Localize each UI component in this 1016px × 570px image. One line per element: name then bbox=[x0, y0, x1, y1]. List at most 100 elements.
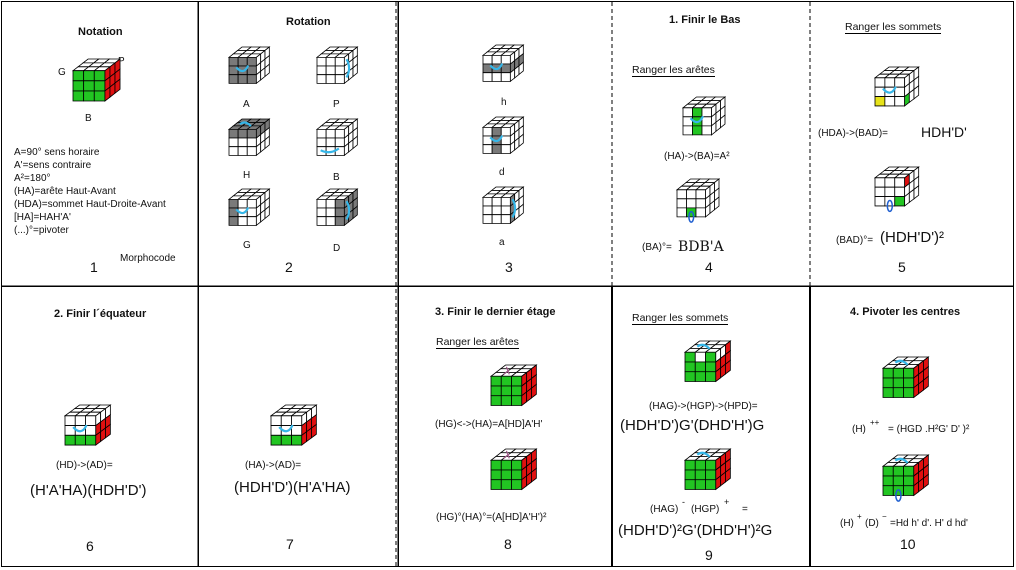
cube-sommets-1 bbox=[874, 66, 920, 107]
cube-sommets-4 bbox=[684, 448, 732, 491]
rotation-arrow-icon bbox=[689, 115, 704, 124]
cube-rotation-p bbox=[316, 46, 359, 85]
panel-subtitle: Ranger les sommets bbox=[632, 312, 729, 325]
formula-2-prefix: (BAD)°= bbox=[836, 235, 874, 246]
panel-number: 5 bbox=[898, 259, 906, 275]
formula-2-prefix: (BA)°= bbox=[642, 242, 672, 253]
notation-line-6: [HA]=HAH'A' bbox=[14, 212, 71, 223]
panel-number: 7 bbox=[286, 536, 294, 552]
label-p: P bbox=[118, 56, 125, 67]
rotation-arrow-icon bbox=[489, 135, 504, 143]
panel-number: 3 bbox=[505, 259, 513, 275]
f2-sup2: − bbox=[882, 512, 887, 521]
f1-sup: ++ bbox=[870, 418, 880, 427]
rotation-arrow-icon bbox=[489, 63, 504, 71]
rotation-arrow-icon bbox=[696, 343, 711, 350]
rotation-arrow-icon bbox=[345, 200, 351, 220]
notation-line-3: A²=180° bbox=[14, 173, 51, 184]
panel-number: 4 bbox=[705, 259, 713, 275]
formula-1: (HG)<->(HA)=A[HD]A'H' bbox=[435, 419, 543, 430]
formula-3-sup2: + bbox=[724, 497, 730, 507]
label-g: G bbox=[243, 240, 251, 251]
panel-subtitle: Ranger les arêtes bbox=[436, 336, 519, 349]
formula-2-value: (HDH'D')² bbox=[880, 229, 945, 246]
panel-number: 1 bbox=[90, 259, 98, 275]
cube-notation bbox=[72, 58, 122, 102]
label-b: B bbox=[85, 113, 92, 124]
panel-dernier-etage: 3. Finir le dernier étage Ranger les arê… bbox=[398, 286, 612, 568]
f1-a: (H) bbox=[852, 424, 866, 435]
cube-rotation-d bbox=[316, 188, 359, 227]
rotation-arrow-icon bbox=[320, 147, 340, 154]
credit: Morphocode bbox=[120, 253, 176, 264]
notation-line-5: (HDA)=sommet Haut-Droite-Avant bbox=[14, 199, 166, 210]
cube-equateur-1 bbox=[64, 404, 112, 446]
loop-arrow-icon bbox=[886, 199, 894, 213]
formula-1: (HA)->(BA)=A² bbox=[664, 151, 730, 162]
cube-rotation-a bbox=[228, 46, 271, 85]
notation-line-2: A'=sens contraire bbox=[14, 160, 92, 171]
label-g: G bbox=[58, 67, 66, 78]
panel-number: 8 bbox=[504, 536, 512, 552]
panel-title: 3. Finir le dernier étage bbox=[435, 306, 556, 318]
label-d: d bbox=[499, 167, 505, 178]
rotation-arrow-icon bbox=[894, 359, 909, 366]
panel-slices: h d a 3 bbox=[398, 0, 612, 286]
f2-b: (D) bbox=[865, 518, 879, 529]
cube-rotation-b bbox=[316, 118, 359, 157]
panel-title: Notation bbox=[78, 26, 123, 38]
cube-slice-h bbox=[482, 44, 525, 83]
formula-1-value: HDH'D' bbox=[921, 124, 967, 140]
formula-1: (HA)->(AD)= bbox=[245, 460, 302, 471]
label-b: B bbox=[333, 172, 340, 183]
formula-3-a: (HAG) bbox=[650, 504, 679, 515]
formula-2: (H'A'HA)(HDH'D') bbox=[30, 482, 147, 499]
panel-number: 9 bbox=[705, 547, 713, 563]
cube-equateur-2 bbox=[270, 404, 318, 446]
rotation-arrow-icon bbox=[696, 451, 711, 458]
cube-etage-1 bbox=[490, 364, 538, 407]
panel-title: 1. Finir le Bas bbox=[669, 14, 741, 26]
cube-centres-1 bbox=[882, 356, 930, 399]
label-h: H bbox=[243, 170, 251, 181]
formula-1-prefix: (HDA)->(BAD)= bbox=[818, 128, 889, 139]
panel-sommets: Ranger les sommets (HDA)->(BAD)= HDH'D' … bbox=[810, 0, 1014, 286]
formula-2: (HG)°(HA)°=(A[HD]A'H')² bbox=[436, 512, 547, 523]
swap-arrow-icon bbox=[503, 366, 510, 375]
cube-etage-2 bbox=[490, 448, 538, 491]
panel-title: Rotation bbox=[286, 16, 331, 28]
notation-line-4: (HA)=arête Haut-Avant bbox=[14, 186, 116, 197]
formula-3-c: = bbox=[742, 504, 748, 515]
panel-title: 4. Pivoter les centres bbox=[850, 306, 961, 318]
panel-ranger-sommets: Ranger les sommets (HAG)->(HGP)->(HPD)= … bbox=[612, 286, 810, 568]
cube-slice-d bbox=[482, 116, 525, 155]
formula-1: (HAG)->(HGP)->(HPD)= bbox=[649, 401, 758, 412]
cube-rotation-g bbox=[228, 188, 271, 227]
label-p: P bbox=[333, 99, 340, 110]
label-a: a bbox=[499, 237, 505, 248]
formula-1: (HD)->(AD)= bbox=[56, 460, 113, 471]
panel-notation: Notation G P B A=90° sens horaire A'=sen… bbox=[0, 0, 198, 286]
panel-number: 2 bbox=[285, 259, 293, 275]
f2-a: (H) bbox=[840, 518, 854, 529]
loop-arrow-icon bbox=[895, 489, 902, 502]
panel-centres: 4. Pivoter les centres (H) ++ = (HGD .H²… bbox=[810, 286, 1014, 568]
rotation-arrow-icon bbox=[894, 457, 909, 464]
rotation-arrow-icon bbox=[239, 121, 252, 128]
rotation-arrow-icon bbox=[72, 424, 88, 433]
swap-arrow-icon bbox=[503, 450, 510, 459]
panel-rotation: Rotation A P H B G D 2 bbox=[198, 0, 398, 286]
f2-c: =Hd h' d'. H' d hd' bbox=[890, 518, 968, 529]
rotation-arrow-icon bbox=[882, 86, 897, 94]
panel-number: 6 bbox=[86, 538, 94, 554]
notation-line-7: (...)°=pivoter bbox=[14, 225, 69, 236]
formula-3-b: (HGP) bbox=[691, 504, 720, 515]
f1-b: = (HGD .H²G' D' )² bbox=[888, 424, 970, 435]
rotation-arrow-icon bbox=[511, 198, 517, 218]
panel-equateur: 2. Finir l´équateur (HD)->(AD)= (H'A'HA)… bbox=[0, 286, 198, 568]
panel-finir-bas: 1. Finir le Bas Ranger les arêtes (HA)->… bbox=[612, 0, 810, 286]
label-h: h bbox=[501, 97, 507, 108]
label-d: D bbox=[333, 243, 341, 254]
panel-number: 10 bbox=[900, 536, 916, 552]
